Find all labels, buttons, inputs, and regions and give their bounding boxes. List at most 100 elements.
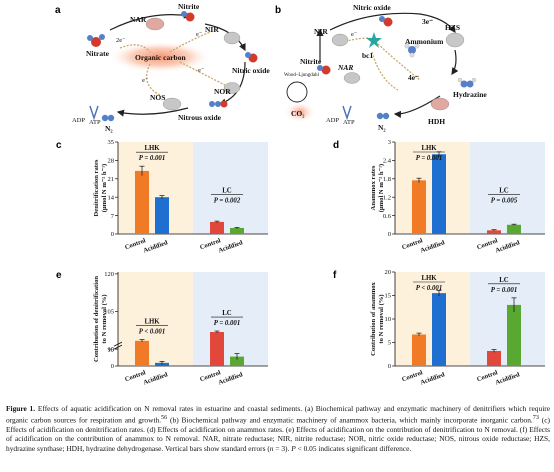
bar	[487, 350, 501, 366]
hydrazine-molecule-icon	[457, 77, 477, 88]
nir-enzyme-icon	[223, 31, 241, 45]
y-axis-label: to N removal (%)	[378, 294, 385, 343]
nir-label: NIR	[205, 25, 219, 34]
x-category-label: Acidified	[420, 239, 447, 254]
y-tick-label: 1.8	[383, 176, 391, 183]
y-tick-label: 0.6	[383, 213, 392, 220]
y-tick-label: 5	[388, 340, 391, 347]
caption-text: Effects of aquatic acidification on N re…	[6, 404, 550, 425]
panel-b-anammox-pathway: b Nitric ox	[275, 3, 487, 132]
y-tick-label: 120	[104, 271, 114, 278]
caption-italic: n	[269, 443, 274, 453]
nor-enzyme-icon	[223, 82, 241, 94]
n2-label: N₂	[378, 123, 386, 132]
bar	[155, 362, 169, 366]
bar	[230, 227, 244, 234]
bc1-label: bc1	[362, 51, 374, 60]
bar	[507, 304, 521, 366]
group-label: LC	[499, 277, 509, 284]
bar	[487, 230, 501, 234]
p-value-label: P = 0.001	[491, 287, 517, 294]
y-tick-label: 0	[388, 363, 391, 370]
y-tick-label: 28	[108, 158, 115, 165]
hzs-label: HZS	[445, 23, 460, 32]
co2-label: CO₂	[291, 109, 305, 118]
nitric-oxide-molecule-icon	[245, 52, 258, 63]
electron-wire	[377, 43, 421, 81]
nos-enzyme-icon	[162, 97, 182, 111]
hydrazine-label: Hydrazine	[453, 90, 487, 99]
nitrous-oxide-molecule-icon	[209, 100, 228, 108]
bar	[210, 221, 224, 234]
figure-caption: Figure 1. Effects of aquatic acidificati…	[6, 404, 550, 453]
n2-molecule-icon	[101, 114, 115, 122]
electron-label: e⁻	[198, 67, 205, 74]
atp-label: ATP	[89, 119, 101, 126]
nitric-oxide-label: Nitric oxide	[353, 3, 391, 12]
atp-label: ATP	[343, 119, 355, 126]
ammonium-label: Ammonium	[405, 37, 444, 46]
bar	[135, 340, 149, 366]
nitric-oxide-molecule-icon	[379, 16, 393, 27]
x-category-label: Acidified	[143, 371, 170, 386]
y-tick-label: 2.4	[383, 158, 392, 165]
electron-label: e⁻	[351, 31, 358, 38]
bar	[432, 154, 446, 234]
wood-ljungdahl-label: Wood–Ljungdahl	[284, 73, 319, 78]
axis-break-icon	[113, 341, 123, 350]
x-category-label: Acidified	[218, 371, 245, 386]
group-label: LC	[222, 188, 232, 195]
electron-wire	[146, 63, 161, 96]
panel-letter: e	[56, 270, 62, 281]
caption-text: < 0.05 indicates significant difference.	[295, 443, 412, 453]
hzs-to-hydrazine-arrow	[451, 49, 459, 75]
adp-label: ADP	[72, 117, 85, 124]
nitric-oxide-label: Nitric oxide	[232, 66, 270, 75]
no-to-hzs-arrow	[329, 12, 456, 33]
panel-letter: a	[55, 5, 61, 16]
panel-letter: b	[275, 5, 281, 16]
y-tick-label: 105	[104, 309, 114, 316]
group-label: LC	[222, 310, 232, 317]
lhk-background	[118, 272, 193, 366]
y-axis-label: (μmol N m⁻² h⁻¹)	[101, 164, 108, 213]
nar-label: NAR	[130, 15, 147, 24]
y-tick-label: 0	[111, 231, 114, 238]
x-category-label: Acidified	[420, 371, 447, 386]
y-axis-label: to N removal (%)	[101, 294, 108, 343]
wood-ljungdahl-cycle-icon	[286, 81, 308, 103]
y-tick-label: 35	[108, 139, 115, 146]
atp-synthase-icon	[342, 105, 352, 121]
electron-wire	[169, 29, 216, 53]
n2o-to-n2-arrow	[116, 107, 189, 117]
bar	[135, 170, 149, 234]
lc-background	[193, 272, 268, 366]
p-value-label: P = 0.002	[214, 198, 241, 205]
panel-letter: f	[333, 270, 337, 281]
hdh-label: HDH	[428, 117, 445, 126]
y-axis-label: Anammox rates	[370, 165, 377, 210]
bar	[507, 224, 521, 234]
y-tick-label: 90	[108, 346, 115, 353]
electron-wire	[119, 44, 151, 53]
p-value-label: P = 0.005	[491, 198, 518, 205]
caption-text: = 3).	[273, 443, 292, 453]
nitrate-label: Nitrate	[86, 49, 110, 58]
electron-label: 2e⁻	[116, 37, 126, 44]
panel-a-denitrification-pathway: a NAR N	[55, 2, 270, 133]
nitrite-molecule-icon	[317, 65, 331, 75]
3e-label: 3e⁻	[422, 17, 433, 26]
p-value-label: P < 0.001	[139, 329, 165, 336]
organic-carbon-glow	[108, 41, 212, 73]
caption-lead: Figure 1.	[6, 404, 36, 413]
hzs-enzyme-icon	[445, 32, 465, 48]
group-label: LHK	[421, 145, 437, 152]
nitrous-oxide-label: Nitrous oxide	[178, 113, 222, 122]
y-tick-label: 10	[385, 316, 392, 323]
nir-enzyme-icon	[331, 33, 349, 47]
p-value-label: P = 0.001	[214, 320, 240, 327]
caption-italic: P	[291, 443, 296, 453]
